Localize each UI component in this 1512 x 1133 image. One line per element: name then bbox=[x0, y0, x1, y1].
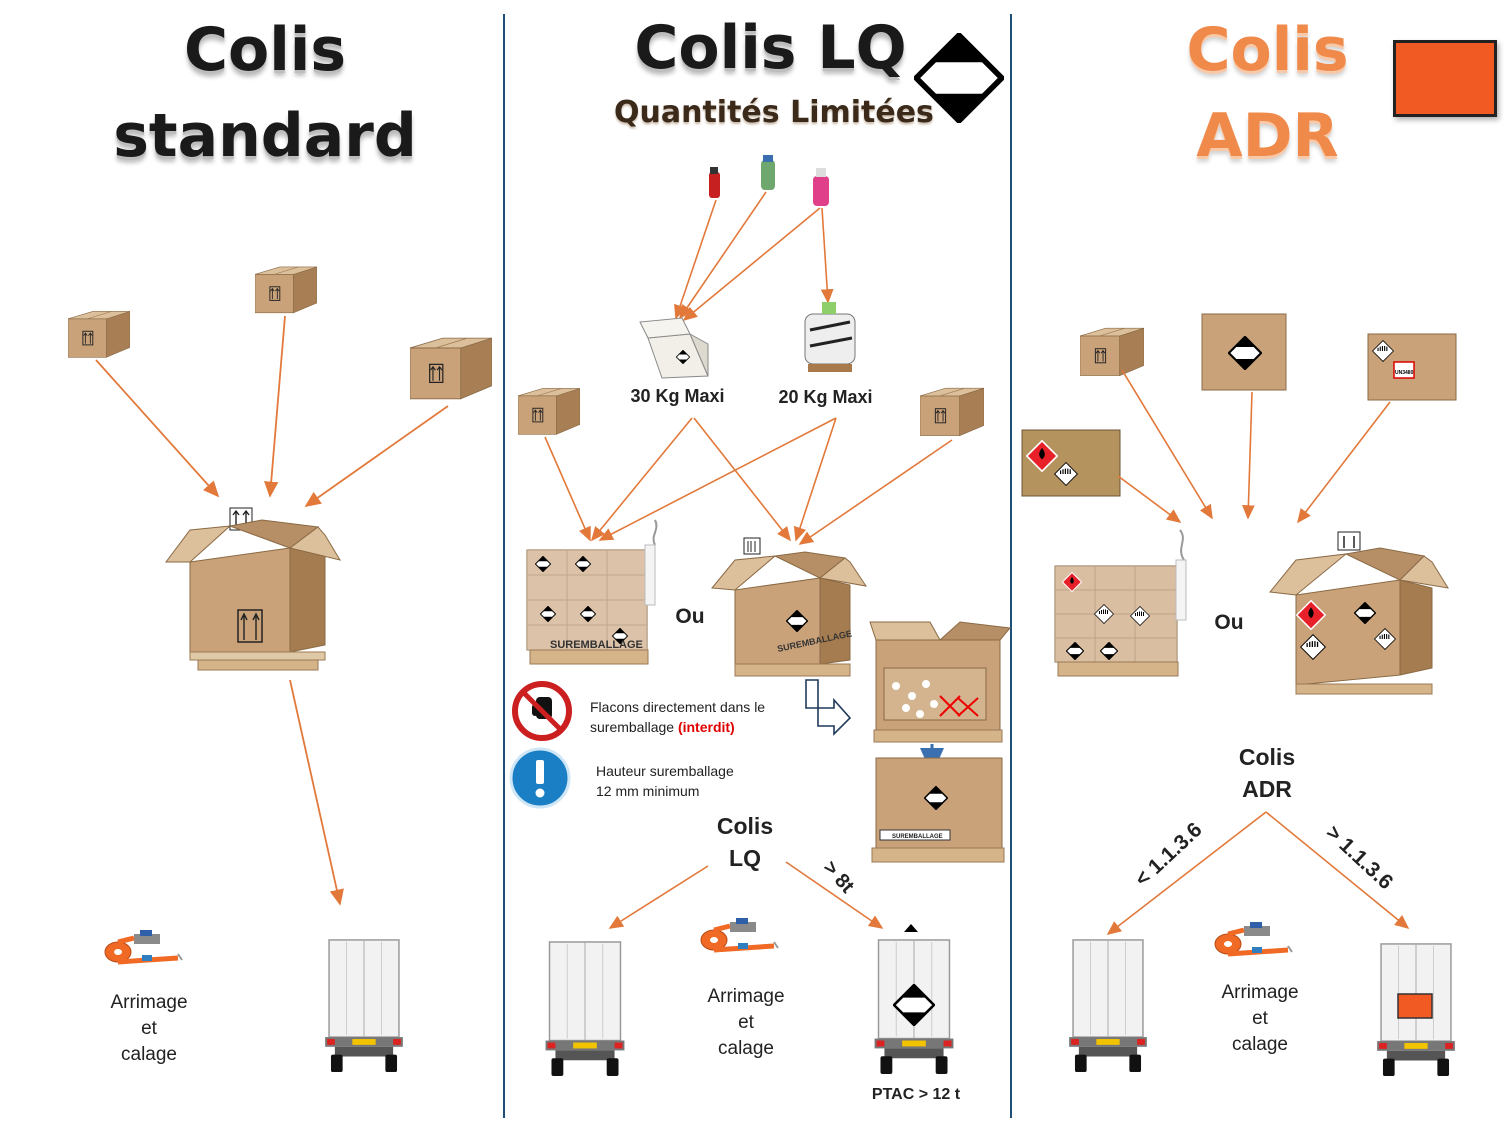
adr-wrapped-pallet bbox=[1054, 529, 1187, 677]
note-height-line1: Hauteur suremballage bbox=[596, 763, 734, 779]
adr-or-label: Ou bbox=[1214, 611, 1244, 634]
divider-right bbox=[1010, 14, 1012, 1118]
lq-shrinkwrap-pack bbox=[804, 302, 856, 372]
lq-wrapped-pallet: SUREMBALLAGE bbox=[526, 519, 658, 665]
adr-hub-line2: ADR bbox=[1242, 776, 1292, 802]
adr-title-line1: Colis bbox=[1186, 15, 1349, 85]
lq-closed-overpack: SUREMBALLAGE bbox=[871, 757, 1005, 863]
standard-box-3 bbox=[410, 337, 492, 400]
standard-arrimage-1: Arrimage bbox=[110, 992, 188, 1013]
lq-arrimage-3: calage bbox=[718, 1038, 774, 1059]
bottle-pink bbox=[813, 176, 829, 206]
lq-truck-roof-mark bbox=[904, 924, 918, 932]
standard-column bbox=[68, 266, 492, 1073]
orange-placard-icon bbox=[1393, 40, 1497, 117]
adr-truck-placard bbox=[1397, 993, 1433, 1019]
adr-box-2 bbox=[1201, 313, 1287, 391]
standard-box-1 bbox=[68, 310, 130, 358]
lq-hub-line1: Colis bbox=[716, 813, 774, 839]
adr-arrimage-2: et bbox=[1252, 1008, 1268, 1029]
adr-hub-line1: Colis bbox=[1238, 744, 1296, 770]
standard-truck bbox=[324, 939, 404, 1073]
lq-pallet-overpack-text: SUREMBALLAGE bbox=[550, 639, 643, 651]
lq-box-left bbox=[518, 387, 580, 435]
lq-truck-left bbox=[544, 941, 626, 1077]
lq-open-overpack-forbidden bbox=[869, 621, 1011, 743]
adr-truck-left bbox=[1068, 939, 1148, 1073]
note-forbidden-emphasis: (interdit) bbox=[677, 719, 735, 735]
lq-weight-left: 30 Kg Maxi bbox=[630, 386, 725, 406]
adr-strap-icon bbox=[1215, 922, 1292, 954]
lq-ptac: PTAC > 12 t bbox=[871, 1086, 961, 1103]
standard-pallet-box bbox=[165, 507, 342, 671]
lq-arrimage-1: Arrimage bbox=[707, 986, 785, 1007]
adr-box-4 bbox=[1021, 429, 1121, 497]
lq-strap-icon bbox=[701, 918, 778, 950]
adr-box-3: UN3480 bbox=[1367, 333, 1457, 401]
standard-title-line2: standard bbox=[113, 101, 417, 171]
standard-box-2 bbox=[255, 266, 317, 314]
lq-hub-line2: LQ bbox=[729, 845, 761, 871]
bottle-green bbox=[761, 160, 775, 190]
lq-title: Colis LQ bbox=[634, 13, 907, 83]
note-forbidden: Flacons directement dans le suremballage… bbox=[590, 697, 790, 737]
l-arrow-icon bbox=[805, 679, 852, 736]
lq-arrimage-2: et bbox=[738, 1012, 754, 1033]
adr-box3-un-label: UN3480 bbox=[1395, 370, 1414, 376]
standard-arrimage-2: et bbox=[141, 1018, 157, 1039]
lq-weight-right: 20 Kg Maxi bbox=[778, 387, 873, 407]
lq-box-right bbox=[920, 387, 984, 437]
lq-inner-carton bbox=[639, 317, 709, 379]
lq-or-label: Ou bbox=[675, 605, 705, 628]
adr-title-line2: ADR bbox=[1196, 101, 1339, 171]
forbidden-hand-icon bbox=[512, 681, 572, 741]
lq-subtitle: Quantités Limitées bbox=[614, 95, 934, 130]
lq-overpack-carton: SUREMBALLAGE bbox=[711, 537, 868, 677]
adr-column: UN3480 bbox=[1021, 313, 1457, 1077]
note-height-line2: 12 mm minimum bbox=[596, 783, 700, 799]
standard-strap-icon bbox=[105, 930, 182, 962]
bottle-red bbox=[709, 172, 720, 198]
lq-column: SUREMBALLAGE SUREMBALLAGE bbox=[509, 35, 1011, 1077]
note-forbidden-text: Flacons directement dans le suremballage bbox=[590, 699, 766, 735]
lq-marking-title-icon bbox=[916, 35, 1002, 121]
adr-arrimage-3: calage bbox=[1232, 1034, 1288, 1055]
mandatory-info-icon bbox=[509, 747, 571, 809]
adr-overpack-carton bbox=[1269, 531, 1450, 695]
standard-title-line1: Colis bbox=[183, 15, 347, 85]
adr-box-1 bbox=[1080, 327, 1144, 377]
adr-arrimage-1: Arrimage bbox=[1221, 982, 1299, 1003]
note-height: Hauteur suremballage 12 mm minimum bbox=[596, 761, 796, 801]
standard-arrimage-3: calage bbox=[121, 1044, 177, 1065]
divider-left bbox=[503, 14, 505, 1118]
lq-closed-overpack-text: SUREMBALLAGE bbox=[892, 834, 943, 840]
